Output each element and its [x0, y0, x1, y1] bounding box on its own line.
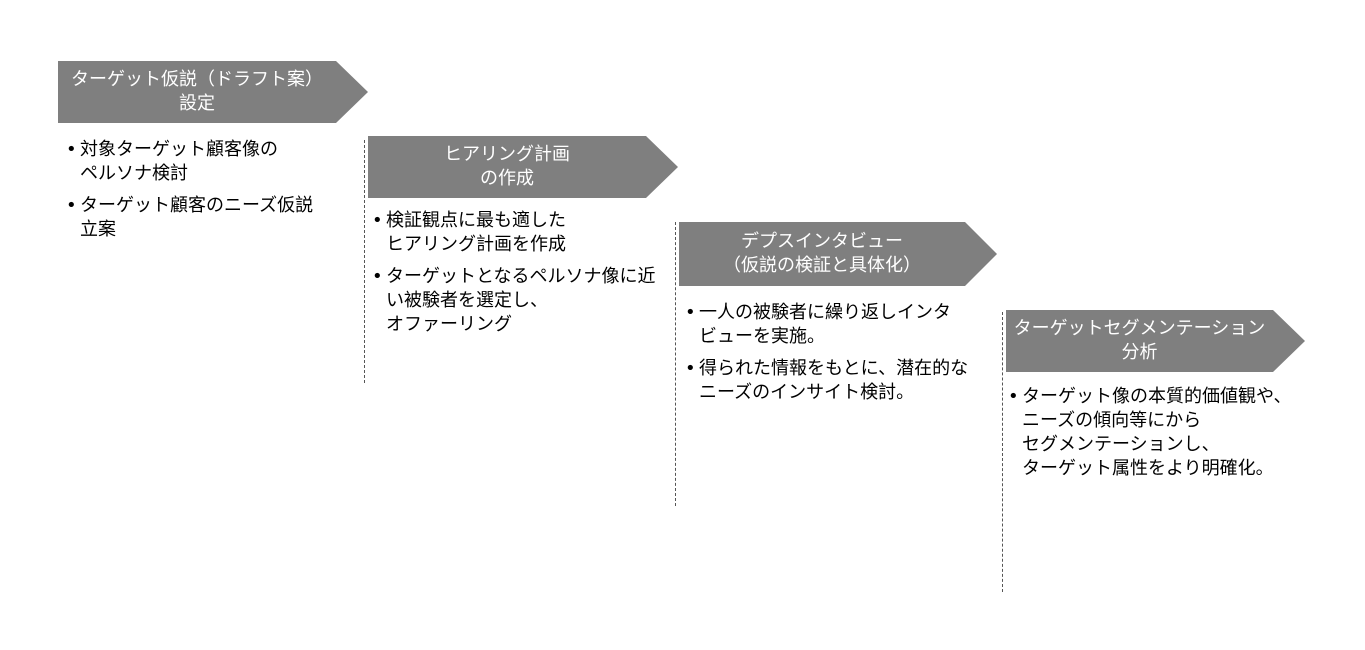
- step-2-bullets: 検証観点に最も適した ヒアリング計画を作成 ターゲットとなるペルソナ像に近 い被…: [372, 209, 655, 345]
- step-1-title-line-2: 設定: [179, 93, 215, 114]
- step-2-title-line-2: の作成: [480, 168, 534, 189]
- step-divider: [1002, 312, 1003, 592]
- list-item: 得られた情報をもとに、潜在的な ニーズのインサイト検討。: [685, 357, 968, 405]
- list-item: ターゲットとなるペルソナ像に近 い被験者を選定し、 オファーリング: [372, 265, 655, 337]
- step-3-title-line-2: （仮説の検証と具体化）: [723, 255, 921, 276]
- step-2-title-line-1: ヒアリング計画: [444, 144, 570, 165]
- step-1-arrow: ターゲット仮説（ドラフト案） 設定: [58, 61, 368, 123]
- step-4-title-line-1: ターゲットセグメンテーション: [1013, 318, 1266, 339]
- list-item: 一人の被験者に繰り返しインタ ビューを実施。: [685, 301, 968, 349]
- list-item: 対象ターゲット顧客像の ペルソナ検討: [66, 138, 313, 186]
- list-item: ターゲット顧客のニーズ仮説 立案: [66, 194, 313, 242]
- step-3-bullets: 一人の被験者に繰り返しインタ ビューを実施。 得られた情報をもとに、潜在的な ニ…: [685, 301, 968, 413]
- step-1-title-line-1: ターゲット仮説（ドラフト案）: [71, 69, 323, 90]
- step-4-bullets: ターゲット像の本質的価値観や、 ニーズの傾向等にから セグメンテーションし、 タ…: [1008, 385, 1291, 489]
- step-2-arrow: ヒアリング計画 の作成: [368, 136, 678, 198]
- list-item: ターゲット像の本質的価値観や、 ニーズの傾向等にから セグメンテーションし、 タ…: [1008, 385, 1291, 481]
- list-item: 検証観点に最も適した ヒアリング計画を作成: [372, 209, 655, 257]
- step-1-bullets: 対象ターゲット顧客像の ペルソナ検討 ターゲット顧客のニーズ仮説 立案: [66, 138, 313, 250]
- step-4-arrow: ターゲットセグメンテーション 分析: [1006, 310, 1305, 372]
- step-divider: [364, 140, 365, 383]
- step-divider: [675, 222, 676, 506]
- step-4-title-line-2: 分析: [1121, 342, 1158, 363]
- step-3-title-line-1: デプスインタビュー: [741, 231, 903, 252]
- step-3-arrow: デプスインタビュー （仮説の検証と具体化）: [679, 222, 997, 286]
